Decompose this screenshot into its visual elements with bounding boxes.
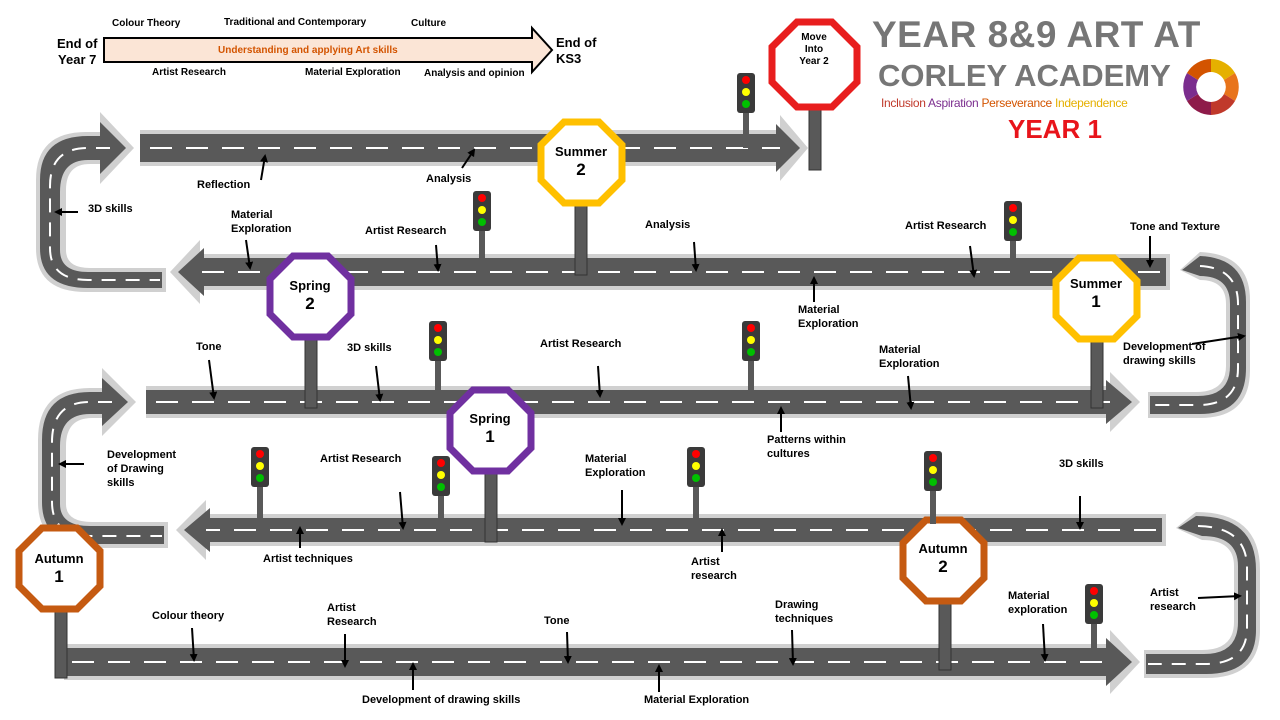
label-analysis-r2: Analysis (645, 219, 691, 231)
sign-autumn2-text: Autumn 2 (918, 541, 968, 576)
label-material-exploration-r2: Material Exploration (231, 209, 292, 235)
road-segment-1 (140, 115, 808, 181)
label-tone-and-texture: Tone and Texture (1130, 221, 1221, 233)
label-tone-r3: Tone (196, 341, 222, 353)
page-title-line2: CORLEY ACADEMY (878, 58, 1171, 93)
academy-logo (1183, 59, 1239, 115)
traffic-light-6 (251, 447, 269, 520)
label-artist-research-r3: Artist Research (540, 338, 622, 350)
sign-poles (54, 89, 1104, 679)
label-artist-research-r2b: Artist Research (905, 220, 987, 232)
road-segment-4 (176, 500, 1166, 560)
sign-summer-2 (537, 118, 626, 207)
uturn-left-top (36, 112, 166, 292)
label-artist-research-r5: Artist Research (327, 602, 377, 628)
label-3d-skills-r3: 3D skills (347, 342, 392, 354)
sign-autumn1-text: Autumn 1 (34, 551, 84, 586)
pointer-arrows (54, 148, 1246, 692)
sign-move-into-year2 (768, 18, 861, 111)
traffic-lights (251, 73, 1103, 658)
sign-spring-1 (446, 386, 535, 475)
traffic-light-8 (687, 447, 705, 520)
skills-top-label-1: Colour Theory (112, 18, 181, 29)
label-development-drawing-left: Development of Drawing skills (107, 449, 177, 489)
traffic-light-9 (924, 451, 942, 524)
traffic-light-4 (429, 321, 447, 394)
skills-bottom-label-1: Artist Research (152, 67, 226, 78)
label-artist-research-r4b: Artist research (691, 556, 737, 582)
sign-spring2-text: Spring 2 (289, 278, 331, 313)
value-aspiration: Aspiration (928, 96, 979, 110)
road-segment-5 (64, 630, 1140, 694)
label-colour-theory: Colour theory (152, 610, 225, 622)
value-inclusion: Inclusion (881, 96, 926, 110)
traffic-light-7 (432, 456, 450, 528)
traffic-light-1 (737, 73, 755, 148)
label-patterns-within-cultures: Patterns within cultures (767, 434, 846, 460)
skills-bottom-label-2: Material Exploration (305, 67, 401, 78)
sign-summer-1 (1052, 254, 1141, 343)
label-artist-research-r4: Artist Research (320, 453, 402, 465)
skills-top-label-2: Traditional and Contemporary (224, 17, 367, 28)
label-reflection: Reflection (197, 179, 251, 191)
sign-summer2-text: Summer 2 (554, 144, 608, 179)
sign-autumn-1 (15, 524, 104, 613)
sign-spring1-text: Spring 1 (469, 411, 511, 446)
uturn-right-top (1148, 252, 1250, 418)
label-artist-techniques: Artist techniques (263, 553, 353, 565)
label-development-drawing-right: Development of drawing skills (1123, 341, 1206, 367)
label-analysis-top: Analysis (426, 173, 472, 185)
value-perseverance: Perseverance (981, 96, 1052, 110)
year-label: YEAR 1 (1008, 114, 1102, 144)
label-3d-skills-r4: 3D skills (1059, 458, 1104, 470)
label-drawing-techniques: Drawing techniques (775, 599, 834, 625)
sign-spring-2 (266, 252, 355, 341)
skills-bar-start: End of Year 7 (57, 36, 98, 67)
skills-bar-center-label: Understanding and applying Art skills (218, 45, 398, 56)
sign-move-text: Move Into Year 2 (799, 32, 829, 67)
label-material-exploration-r4: Material Exploration (585, 453, 646, 479)
traffic-light-3 (1004, 201, 1022, 274)
label-material-exploration-bottom: Material Exploration (644, 694, 750, 706)
skills-progress-arrow (103, 25, 554, 75)
label-material-exploration-r3: Material Exploration (879, 344, 940, 370)
traffic-light-10 (1085, 584, 1103, 658)
road-segment-3 (146, 372, 1140, 432)
label-material-exploration-r5: Material exploration (1008, 590, 1068, 616)
label-tone-r5: Tone (544, 615, 570, 627)
traffic-light-2 (473, 191, 491, 264)
road-segment-2 (170, 240, 1170, 304)
label-development-drawing-bottom: Development of drawing skills (362, 694, 521, 706)
school-values: Inclusion Aspiration Perseverance Indepe… (881, 96, 1128, 110)
label-artist-research-r2a: Artist Research (365, 225, 447, 237)
skills-top-label-3: Culture (411, 18, 446, 29)
traffic-light-5 (742, 321, 760, 394)
sign-autumn-2 (899, 516, 988, 605)
page-title-line1: YEAR 8&9 ART AT (872, 14, 1201, 55)
value-independence: Independence (1054, 96, 1128, 110)
label-material-exploration-r2b: Material Exploration (798, 304, 859, 330)
skills-bottom-label-3: Analysis and opinion (424, 68, 525, 79)
label-3d-skills-left: 3D skills (88, 203, 133, 215)
sign-summer1-text: Summer 1 (1069, 276, 1123, 311)
skills-bar-end: End of KS3 (556, 35, 597, 66)
label-artist-research-right: Artist research (1150, 587, 1196, 613)
